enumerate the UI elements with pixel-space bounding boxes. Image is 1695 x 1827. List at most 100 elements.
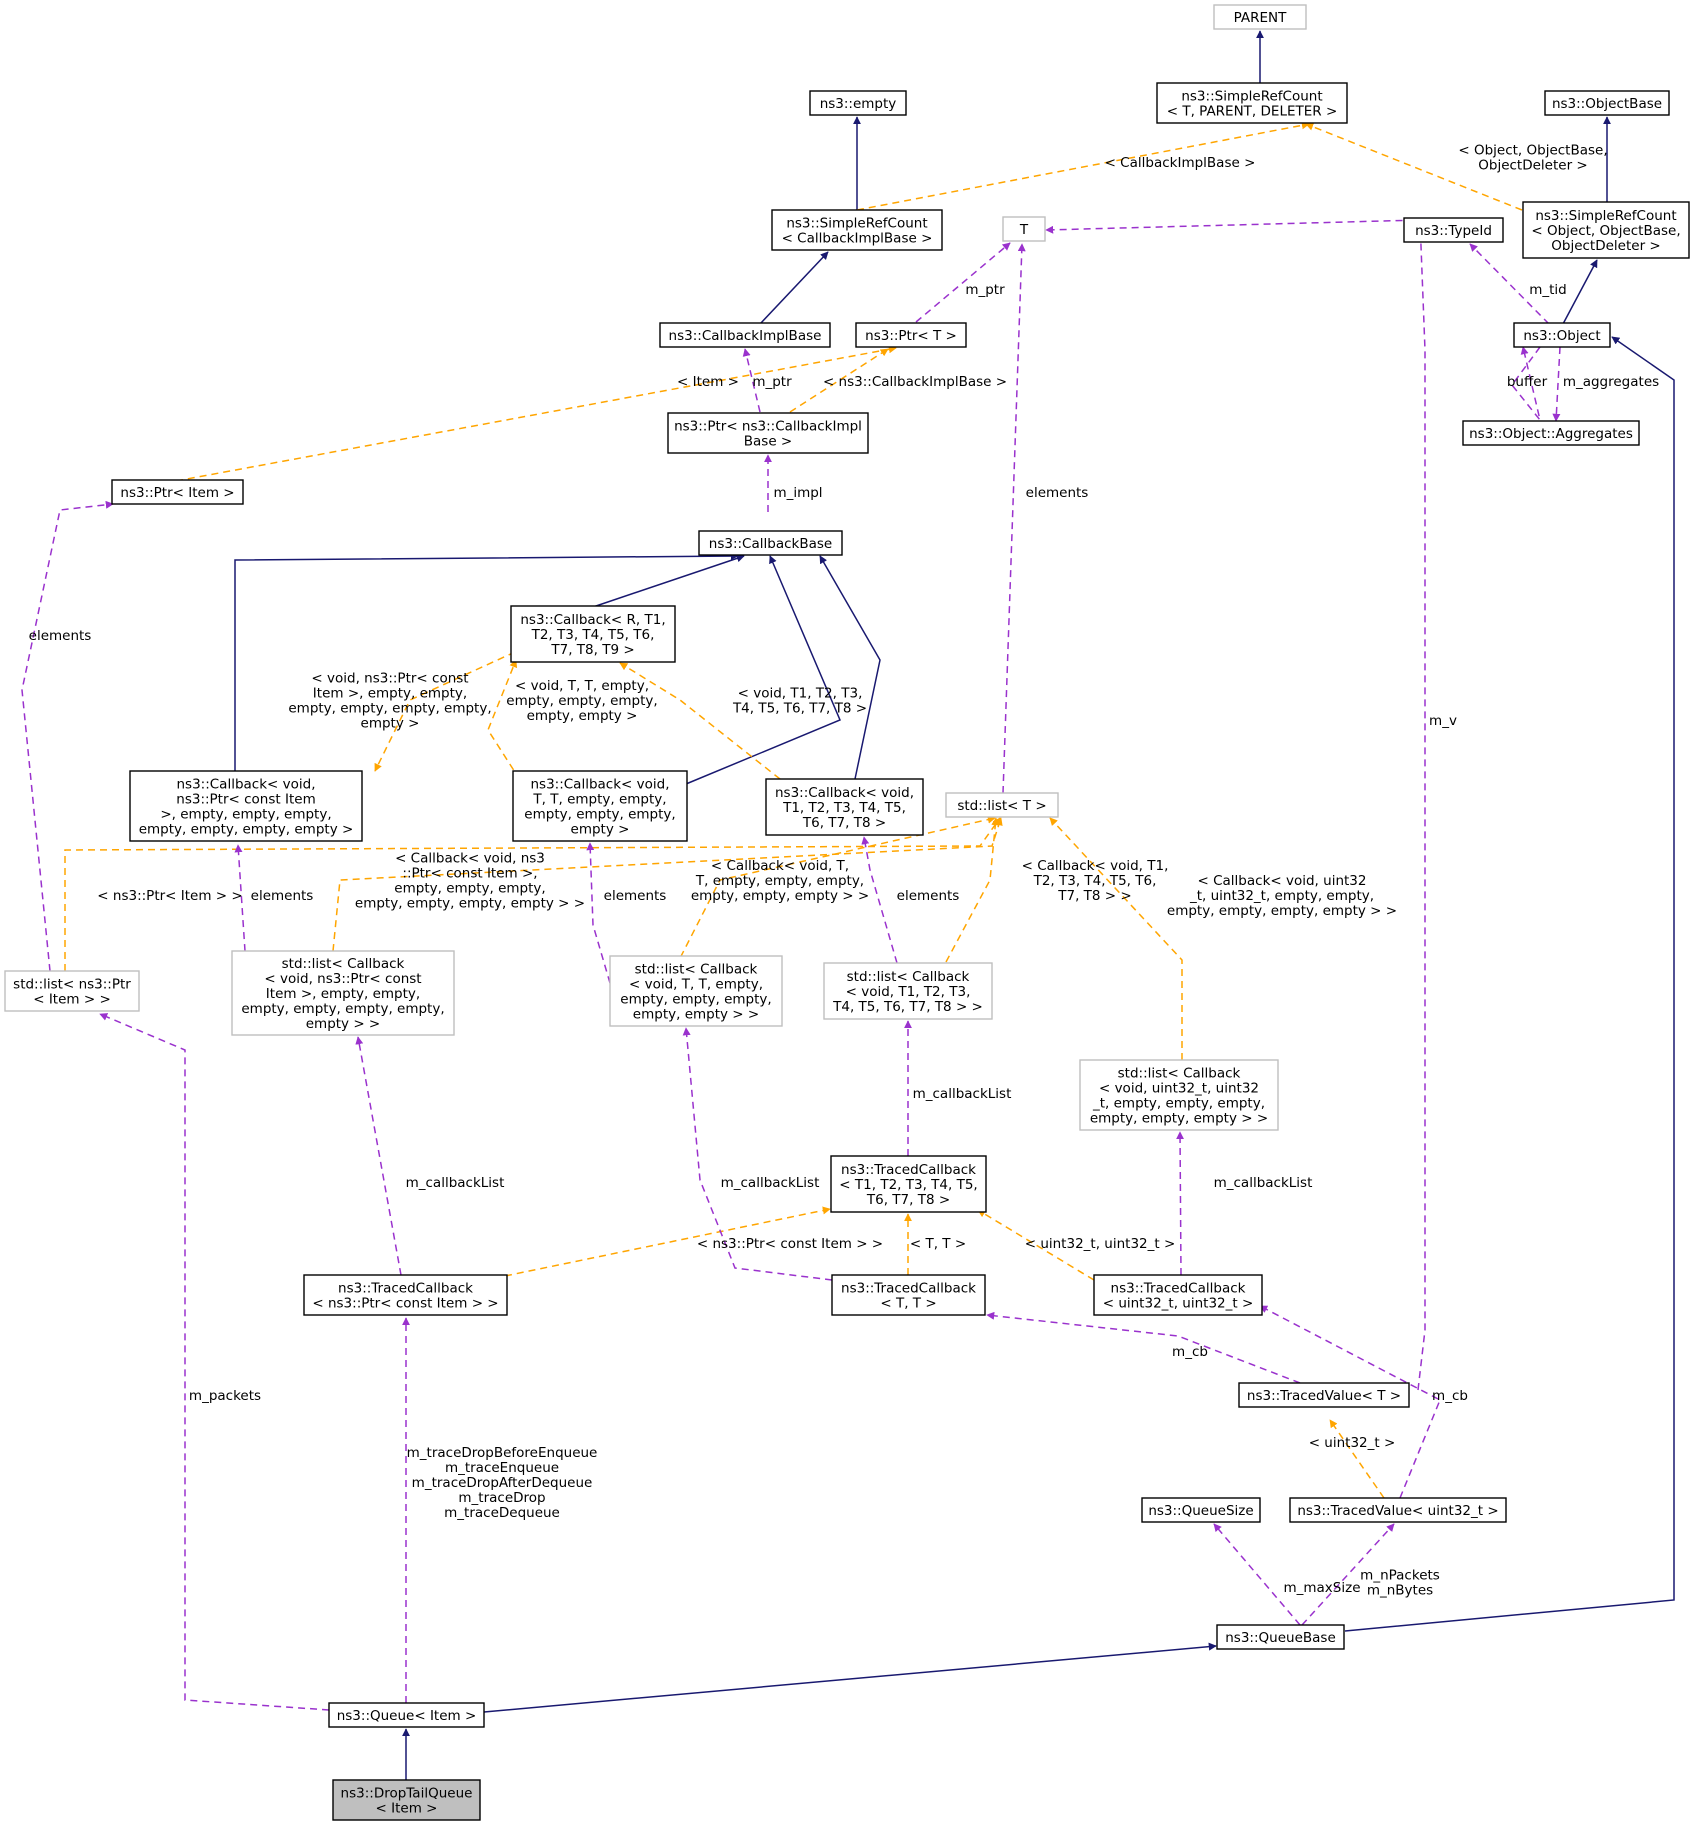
class-node-tracedcallback_ptr[interactable]: ns3::TracedCallback< ns3::Ptr< const Ite…: [303, 1274, 508, 1316]
edge-label-line: < Item >: [677, 374, 739, 390]
class-node-label-line: ns3::DropTailQueue: [341, 1786, 473, 1802]
class-node-tracedcallback_tt[interactable]: ns3::TracedCallback< T, T >: [831, 1274, 986, 1316]
class-node-queuebase[interactable]: ns3::QueueBase: [1216, 1624, 1345, 1650]
edge-label-callbackimplbase-to-ptr_cib: m_ptr: [752, 374, 792, 390]
class-node-stdlist_ptritem[interactable]: std::list< ns3::Ptr< Item > >: [4, 970, 140, 1012]
class-node-stdlist_cbtt[interactable]: std::list< Callback< void, T, T, empty,e…: [609, 955, 783, 1027]
edge-label-line: < ns3::CallbackImplBase >: [823, 374, 1007, 390]
class-node-stdlist_t[interactable]: std::list< T >: [945, 792, 1059, 818]
class-node-label: std::list< Callback< void, uint32_t, uin…: [1090, 1066, 1268, 1127]
edge-template-stdlist_t-to-stdlist_cbu32: [1049, 817, 1183, 1060]
edge-label-object-to-aggregates: buffer: [1507, 374, 1548, 390]
class-node-simplerefcount_obj[interactable]: ns3::SimpleRefCount< Object, ObjectBase,…: [1522, 201, 1690, 259]
class-node-label: PARENT: [1234, 10, 1288, 26]
edge-label-line: m_traceDropAfterDequeue: [412, 1475, 593, 1491]
edge-template-simplerefcount_t-to-simplerefcount_cib: [856, 121, 1310, 211]
class-node-label: std::list< Callback< void, ns3::Ptr< con…: [241, 956, 444, 1032]
class-node-objectbase[interactable]: ns3::ObjectBase: [1544, 90, 1670, 116]
class-node-label-line: < Object, ObjectBase,: [1531, 223, 1680, 239]
class-node-box: [1513, 322, 1611, 348]
class-node-ptr_t[interactable]: ns3::Ptr< T >: [855, 322, 967, 348]
class-node-label: ns3::Object: [1523, 328, 1600, 344]
edge-label-line: m_ptr: [752, 374, 792, 390]
class-node-object[interactable]: ns3::Object: [1513, 322, 1611, 348]
class-node-label: ns3::ObjectBase: [1552, 96, 1662, 112]
class-node-label-line: Base >: [744, 434, 792, 450]
edge-label-line: m_nBytes: [1367, 1583, 1433, 1599]
edge-label-t-to-tracedvalue_t: m_v: [1429, 713, 1457, 729]
edge-label-line: T4, T5, T6, T7, T8 >: [732, 701, 867, 717]
class-node-label: ns3::TracedCallback< T, T >: [841, 1281, 976, 1312]
edge-usage-tracedvalue_u32-to-queuebase: [1301, 1523, 1395, 1626]
class-node-label-line: std::list< ns3::Ptr: [13, 977, 131, 993]
class-node-box: [328, 1702, 485, 1728]
class-node-box: [1403, 217, 1504, 243]
class-node-box: [332, 1779, 481, 1821]
class-node-box: [1544, 90, 1670, 116]
class-node-label-line: ns3::Callback< R, T1,: [520, 612, 665, 628]
class-node-label: ns3::Object::Aggregates: [1469, 426, 1633, 442]
edge-usage-t-to-stdlist_t: [1002, 243, 1026, 794]
edge-label-line: T7, T8 > >: [1057, 888, 1131, 904]
class-node-droptailqueue[interactable]: ns3::DropTailQueue< Item >: [332, 1779, 481, 1821]
edge-label-line: m_ptr: [965, 282, 1005, 298]
class-node-tracedvalue_u32[interactable]: ns3::TracedValue< uint32_t >: [1289, 1497, 1507, 1523]
edge-label-line: m_packets: [189, 1388, 261, 1404]
edge-label-line: < Callback< void, T1,: [1022, 858, 1169, 874]
class-node-simplerefcount_t[interactable]: ns3::SimpleRefCount< T, PARENT, DELETER …: [1156, 82, 1348, 124]
class-node-tracedvalue_t[interactable]: ns3::TracedValue< T >: [1238, 1382, 1410, 1408]
class-node-callbackbase[interactable]: ns3::CallbackBase: [698, 530, 843, 556]
class-node-label: ns3::DropTailQueue< Item >: [341, 1786, 473, 1817]
class-node-label: T: [1019, 222, 1029, 238]
class-node-label-line: T6, T7, T8 >: [802, 815, 886, 831]
class-node-tracedcallback_t1[interactable]: ns3::TracedCallback< T1, T2, T3, T4, T5,…: [830, 1155, 987, 1213]
edge-label-line: m_traceEnqueue: [445, 1460, 559, 1476]
edge-label-ptr_item-to-stdlist_ptritem: elements: [29, 628, 92, 644]
class-node-box: [1156, 82, 1348, 124]
class-node-callback_r[interactable]: ns3::Callback< R, T1,T2, T3, T4, T5, T6,…: [510, 605, 676, 663]
edge-label-typeid-to-object: m_tid: [1529, 282, 1567, 298]
class-node-t[interactable]: T: [1002, 216, 1046, 242]
edge-label-line: _t, uint32_t, empty, empty,: [1189, 888, 1374, 904]
class-node-stdlist_cbptr[interactable]: std::list< Callback< void, ns3::Ptr< con…: [231, 950, 455, 1036]
class-node-callback_t1[interactable]: ns3::Callback< void,T1, T2, T3, T4, T5,T…: [765, 778, 924, 836]
class-node-label-line: ns3::TracedCallback: [1111, 1281, 1246, 1297]
edge-inheritance-callbackbase-to-callback_tt: [685, 555, 841, 785]
edge-label-line: < uint32_t >: [1309, 1435, 1396, 1451]
class-node-stdlist_cbu32[interactable]: std::list< Callback< void, uint32_t, uin…: [1079, 1059, 1279, 1131]
class-node-parent[interactable]: PARENT: [1213, 4, 1307, 30]
class-node-label-line: ns3::QueueBase: [1225, 1630, 1336, 1646]
class-node-box: [1093, 1274, 1263, 1316]
edge-label-line: m_cb: [1172, 1344, 1208, 1360]
edge-labels-layer: < CallbackImplBase >< Object, ObjectBase…: [29, 143, 1660, 1599]
class-node-queuesize[interactable]: ns3::QueueSize: [1141, 1497, 1261, 1523]
class-node-box: [1522, 201, 1690, 259]
class-node-queue_item[interactable]: ns3::Queue< Item >: [328, 1702, 485, 1728]
class-node-box: [129, 770, 363, 842]
edge-usage-callback_tt-to-stdlist_cbtt: [586, 842, 611, 984]
class-node-label: ns3::QueueBase: [1225, 1630, 1336, 1646]
class-node-box: [855, 322, 967, 348]
class-node-label-line: < T1, T2, T3, T4, T5,: [839, 1177, 977, 1193]
class-node-label-line: _t, empty, empty, empty,: [1092, 1096, 1265, 1112]
class-node-callback_tt[interactable]: ns3::Callback< void,T, T, empty, empty,e…: [512, 770, 688, 842]
class-node-aggregates[interactable]: ns3::Object::Aggregates: [1462, 420, 1640, 446]
class-node-label-line: < ns3::Ptr< const Item > >: [312, 1296, 498, 1312]
class-node-empty[interactable]: ns3::empty: [809, 90, 907, 116]
edge-label-t-to-ptr_t: m_ptr: [965, 282, 1005, 298]
class-node-callbackimplbase[interactable]: ns3::CallbackImplBase: [659, 322, 831, 348]
class-node-typeid[interactable]: ns3::TypeId: [1403, 217, 1504, 243]
class-node-stdlist_cbt1[interactable]: std::list< Callback< void, T1, T2, T3,T4…: [823, 962, 993, 1020]
class-node-label-line: ns3::Callback< void,: [530, 777, 669, 793]
class-node-tracedcallback_u32[interactable]: ns3::TracedCallback< uint32_t, uint32_t …: [1093, 1274, 1263, 1316]
edge-template-stdlist_t-to-stdlist_ptritem: [64, 817, 1001, 971]
class-node-label-line: < void, T1, T2, T3,: [846, 984, 971, 1000]
class-node-callback_ptr[interactable]: ns3::Callback< void,ns3::Ptr< const Item…: [129, 770, 363, 842]
class-node-label-line: ns3::ObjectBase: [1552, 96, 1662, 112]
class-node-ptr_item[interactable]: ns3::Ptr< Item >: [111, 479, 244, 505]
edge-label-stdlist_ptritem-to-queue_item: m_packets: [189, 1388, 261, 1404]
class-node-simplerefcount_cib[interactable]: ns3::SimpleRefCount< CallbackImplBase >: [771, 209, 943, 251]
edge-label-line: T, empty, empty, empty,: [695, 873, 864, 889]
